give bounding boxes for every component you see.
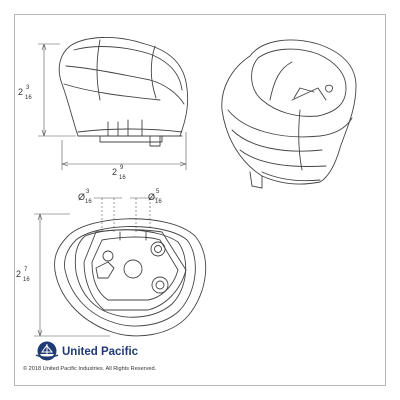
svg-text:2: 2 — [112, 167, 117, 177]
svg-text:2: 2 — [18, 87, 23, 97]
svg-text:16: 16 — [23, 277, 30, 283]
isometric-view — [221, 39, 357, 189]
height-dimension: 2 3 16 — [18, 85, 32, 101]
svg-text:Ø: Ø — [148, 192, 155, 202]
side-view — [58, 36, 189, 147]
copyright-text: © 2018 United Pacific Industries. All Ri… — [23, 366, 157, 372]
drawing-frame — [14, 14, 386, 386]
svg-text:2: 2 — [16, 269, 21, 279]
svg-text:7: 7 — [24, 267, 28, 273]
depth-dimension: 2 7 16 — [16, 267, 30, 283]
svg-text:16: 16 — [25, 95, 32, 101]
width-dimension: 2 9 16 — [112, 165, 126, 181]
svg-text:Ø: Ø — [78, 192, 85, 202]
svg-text:16: 16 — [85, 199, 92, 205]
united-pacific-ship-logo-icon — [35, 341, 59, 361]
svg-text:16: 16 — [155, 199, 162, 205]
svg-text:9: 9 — [120, 165, 124, 171]
svg-text:3: 3 — [26, 85, 30, 91]
diameter-left-dimension: Ø 3 16 — [78, 189, 92, 205]
top-view — [54, 218, 207, 337]
brand-name: United Pacific — [62, 346, 139, 358]
svg-text:3: 3 — [86, 189, 90, 195]
diameter-right-dimension: Ø 5 16 — [148, 189, 162, 205]
svg-text:5: 5 — [156, 189, 160, 195]
svg-text:16: 16 — [119, 175, 126, 181]
